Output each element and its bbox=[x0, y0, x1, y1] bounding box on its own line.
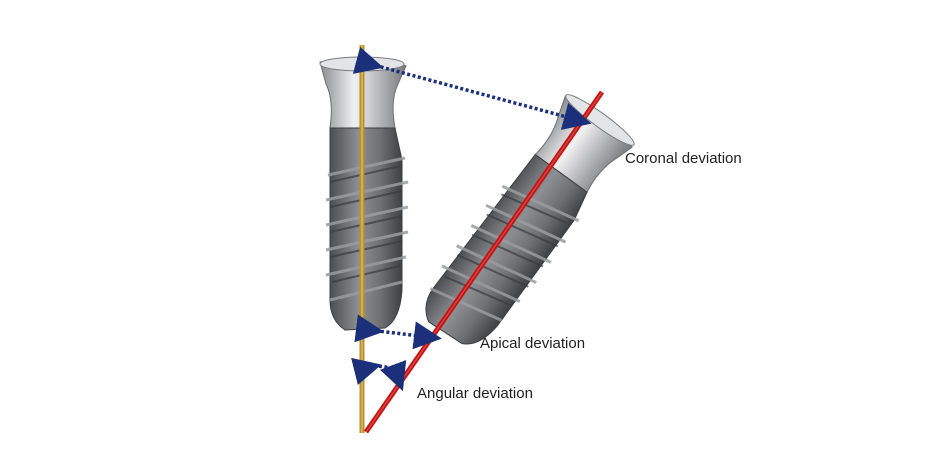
planned-implant-icon bbox=[319, 56, 409, 331]
coronal-deviation-arrow bbox=[352, 46, 592, 130]
apical-deviation-arrow bbox=[354, 314, 442, 350]
angular-deviation-label: Angular deviation bbox=[417, 385, 533, 402]
angular-deviation-arc bbox=[351, 357, 407, 392]
coronal-deviation-label: Coronal deviation bbox=[625, 150, 742, 167]
apical-deviation-label: Apical deviation bbox=[480, 335, 586, 352]
